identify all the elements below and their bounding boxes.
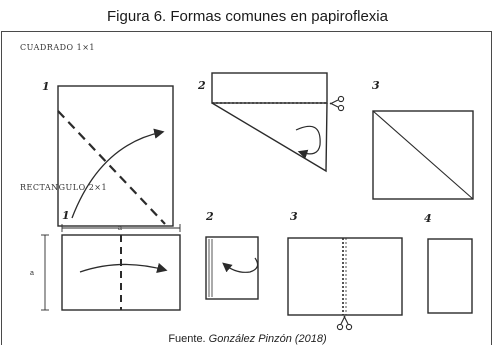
figure-frame: [1, 31, 492, 345]
section-heading-rectangle: RECTANGULO 2×1: [20, 183, 108, 192]
fold-arrow-icon: [71, 128, 165, 219]
step-number-square-3: 3: [372, 79, 380, 92]
fold-arrow-icon: [295, 125, 321, 159]
rect-step-4: [427, 238, 473, 314]
source-prefix: Fuente.: [168, 333, 209, 345]
folded-top-flap: [211, 72, 328, 104]
square-step-1: [57, 85, 174, 227]
folded-half-paper: [205, 236, 259, 300]
rect-step-3: [287, 237, 403, 331]
step-number-rect-3: 3: [290, 210, 298, 223]
step-number-square-1: 1: [42, 80, 50, 93]
fold-arrow-icon: [222, 257, 259, 273]
source-author: González Pinzón (2018): [208, 333, 327, 345]
fold-arrow-icon: [79, 262, 168, 273]
diagonal-crease: [372, 110, 474, 200]
square-paper-3: [372, 110, 474, 200]
dimension-label-top: a: [118, 225, 122, 232]
square-step-2: [211, 72, 345, 173]
dashed-fold-line: [57, 110, 166, 225]
square-paper-1: [57, 85, 174, 227]
dimension-label-side: a: [30, 270, 34, 277]
figure-title: Figura 6. Formas comunes en papiroflexia: [107, 8, 388, 25]
scissors-icon: [329, 95, 345, 112]
step-number-rect-1: 1: [62, 209, 70, 222]
square-step-3: [372, 110, 474, 200]
rect-step-1: [41, 224, 181, 311]
figure-source: Fuente. González Pinzón (2018): [0, 333, 495, 345]
step-number-rect-4: 4: [424, 212, 432, 225]
section-heading-square: CUADRADO 1×1: [20, 43, 96, 52]
step-number-rect-2: 2: [206, 210, 214, 223]
rectangle-paper-3: [287, 237, 403, 316]
step-number-square-2: 2: [198, 79, 206, 92]
rectangle-paper-4: [427, 238, 473, 314]
folded-triangle: [211, 102, 328, 173]
scissors-icon: [336, 315, 353, 331]
rect-step-2: [205, 236, 259, 300]
